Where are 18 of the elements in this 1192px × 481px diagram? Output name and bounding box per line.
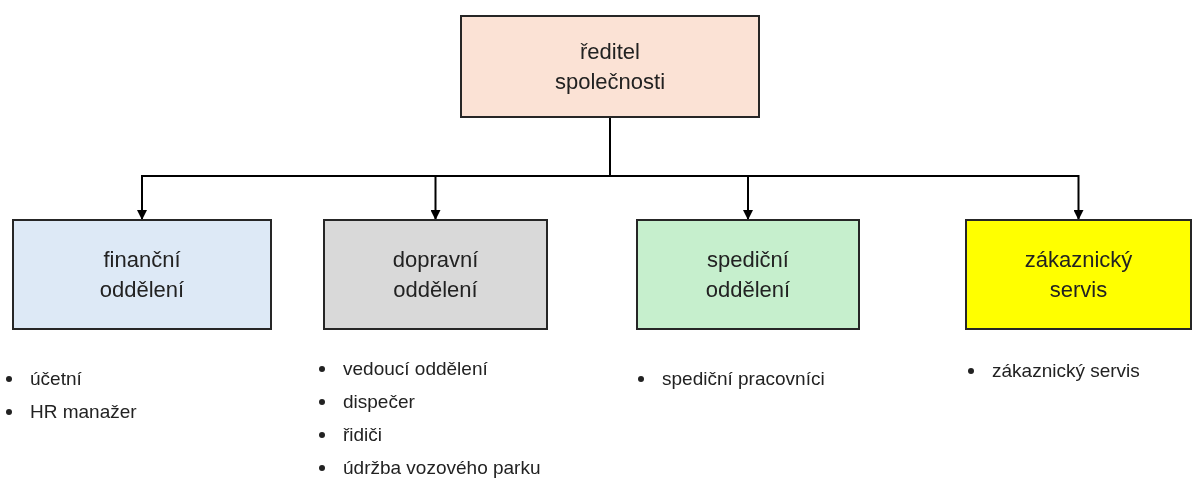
box-label: ředitel společnosti <box>553 37 667 96</box>
list-item: spediční pracovníci <box>662 367 825 391</box>
list-item: řidiči <box>343 423 383 447</box>
box-label: spediční oddělení <box>704 245 792 304</box>
list-item: účetní <box>30 367 82 391</box>
box-label: finanční oddělení <box>98 245 186 304</box>
department-box <box>12 219 272 330</box>
department-box <box>323 219 548 330</box>
list-item: zákaznický servis <box>992 359 1140 383</box>
box-label: dopravní oddělení <box>391 245 480 304</box>
list-item: dispečer <box>343 390 415 414</box>
list-item: údržba vozového parku <box>343 456 541 480</box>
department-box <box>965 219 1192 330</box>
list-item: vedoucí oddělení <box>343 357 488 381</box>
director-box <box>460 15 760 118</box>
list-item: HR manažer <box>30 400 137 424</box>
box-label: zákaznický servis <box>1023 245 1134 304</box>
department-box <box>636 219 860 330</box>
